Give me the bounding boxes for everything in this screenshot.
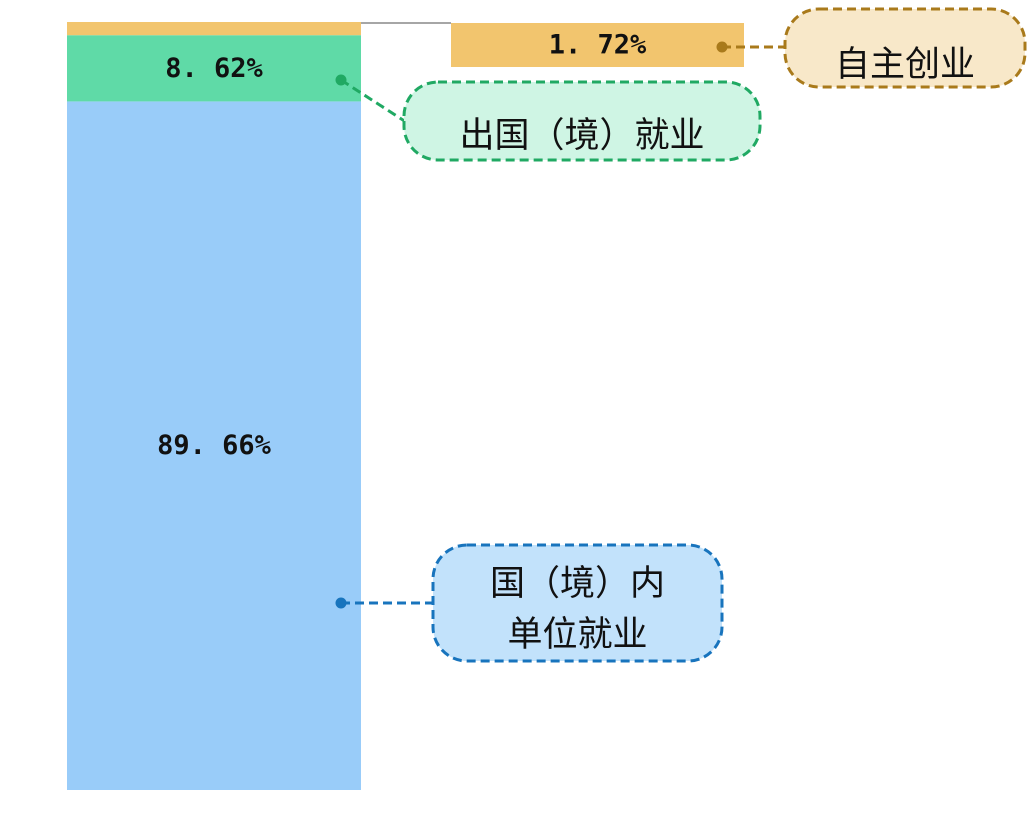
bars-layer: 89. 66% 8. 62% 1. 72% [67, 22, 744, 791]
callout-anchor-dot-1 [335, 597, 347, 609]
callout-anchor-dot-3 [716, 41, 728, 53]
bar-segment-3 [67, 22, 361, 36]
callout-bubble-2 [402, 80, 762, 162]
bar-segment-3-breakout [451, 23, 744, 67]
bar-value-label-1: 89. 66% [157, 430, 272, 461]
callout-text-1-line-2: 单位就业 [507, 615, 647, 655]
leaders-layer [335, 41, 787, 609]
bar-segment-1 [67, 101, 361, 791]
callout-leader-line-2 [340, 78, 407, 124]
bar-segment-2 [67, 35, 361, 102]
callout-text-3-line-1: 自主创业 [835, 45, 975, 85]
callout-bubble-3 [783, 7, 1027, 89]
bar-value-label-2: 8. 62% [165, 53, 263, 84]
callout-text-2-line-1: 出国（境）就业 [459, 116, 704, 156]
callout-text-1-line-1: 国（境）内 [490, 564, 665, 604]
bar-value-label-3: 1. 72% [549, 30, 647, 61]
callout-anchor-dot-2 [335, 74, 347, 86]
callout-bubble-1 [431, 543, 724, 663]
